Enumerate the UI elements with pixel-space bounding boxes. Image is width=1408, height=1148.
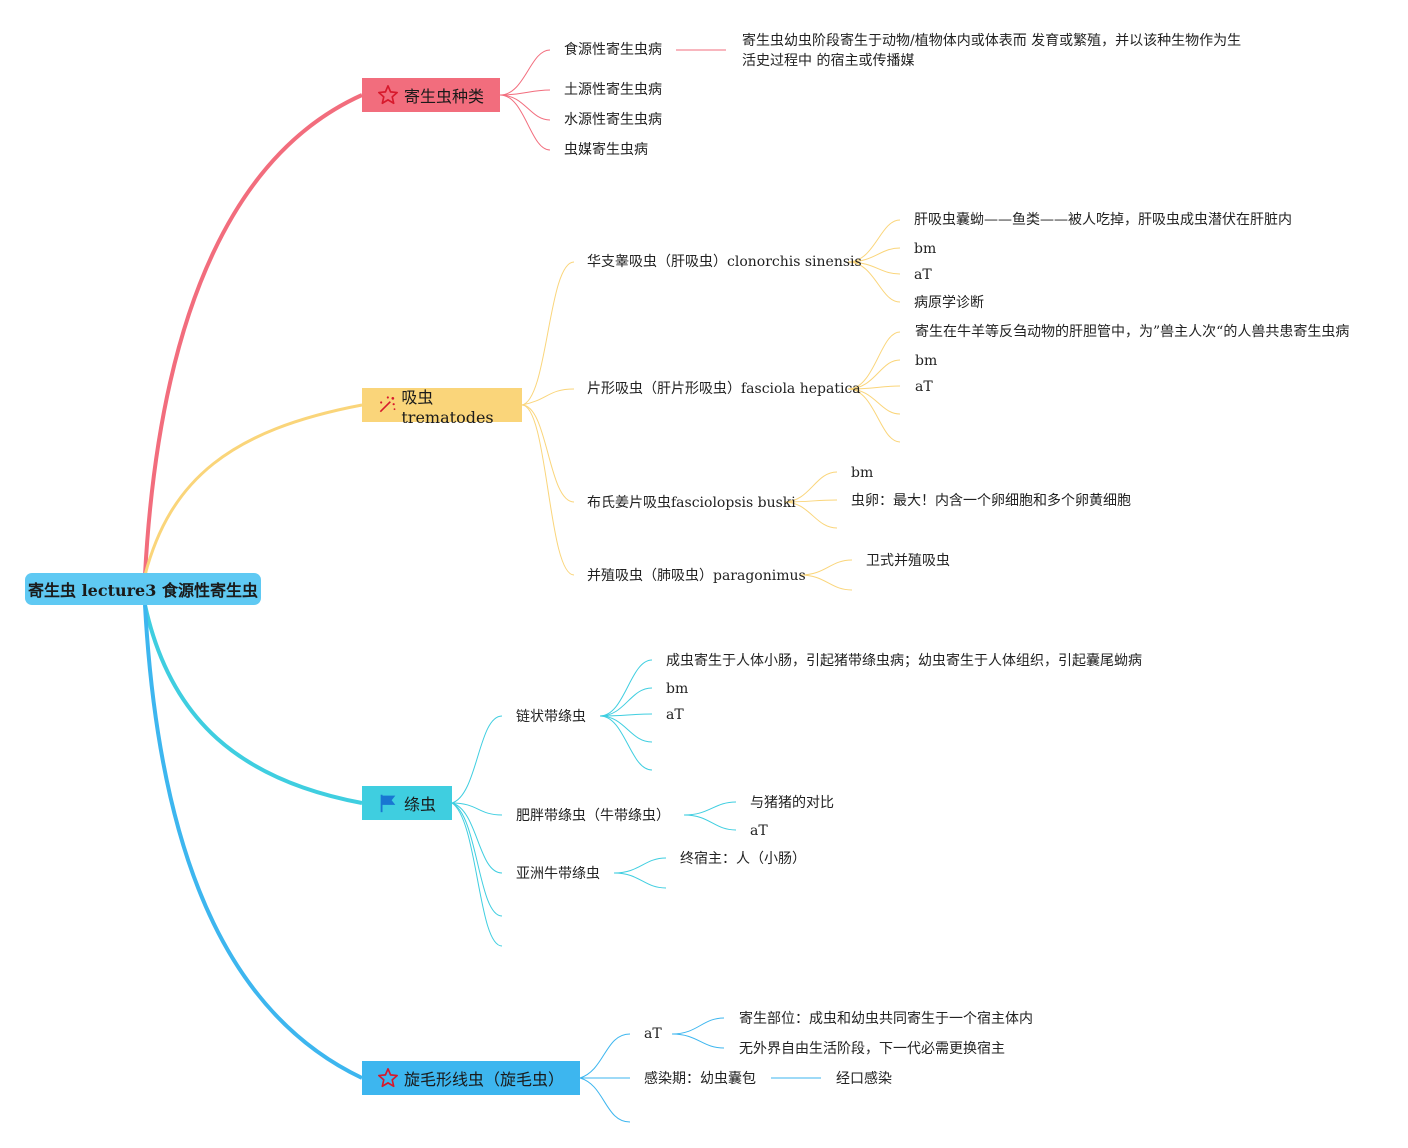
connectors-branch2 (521, 219, 901, 591)
flag-icon (376, 791, 400, 815)
root-topic-label: 寄生虫 lecture3 食源性寄生虫 (28, 581, 258, 600)
fasciola-note-3[interactable]: aT (915, 379, 933, 395)
branch-trichinella[interactable]: 旋毛形线虫（旋毛虫） (362, 1061, 580, 1095)
branch-tapeworms-label: 绦虫 (404, 795, 437, 814)
branch-parasite-types-label: 寄生虫种类 (404, 87, 485, 106)
branch-trematodes[interactable]: 吸虫trematodes (362, 388, 522, 427)
star-icon (376, 1066, 400, 1090)
topic-taenia-asiatica[interactable]: 亚洲牛带绦虫 (516, 866, 600, 882)
connector-root-branch4 (143, 604, 363, 1080)
connectors-branch1 (499, 49, 726, 151)
taenia-saginata-note-1[interactable]: 与猪猪的对比 (750, 795, 834, 811)
clonorchis-note-2[interactable]: bm (914, 241, 937, 257)
taenia-saginata-note-2[interactable]: aT (750, 823, 768, 839)
branch-parasite-types[interactable]: 寄生虫种类 (362, 78, 500, 112)
topic-fasciola[interactable]: 片形吸虫（肝片形吸虫）fasciola hepatica (587, 381, 861, 397)
taenia-asiatica-note-1[interactable]: 终宿主：人（小肠） (680, 851, 806, 867)
topic-foodborne-note[interactable]: 寄生虫幼虫阶段寄生于动物/植物体内或体表而 发育或繁殖，并以该种生物作为生活史过… (742, 33, 1242, 69)
fasciola-note-1[interactable]: 寄生在牛羊等反刍动物的肝胆管中，为”兽主人次“的人兽共患寄生虫病 (915, 324, 1350, 340)
clonorchis-note-4[interactable]: 病原学诊断 (914, 295, 984, 311)
topic-fasciolopsis[interactable]: 布氏姜片吸虫fasciolopsis buski (587, 495, 796, 511)
topic-taenia-saginata[interactable]: 肥胖带绦虫（牛带绦虫） (516, 808, 670, 824)
taenia-solium-note-1[interactable]: 成虫寄生于人体小肠，引起猪带绦虫病；幼虫寄生于人体组织，引起囊尾蚴病 (666, 653, 1142, 669)
topic-vectorborne[interactable]: 虫媒寄生虫病 (564, 142, 648, 158)
fasciolopsis-note-2[interactable]: 虫卵：最大！内含一个卵细胞和多个卵黄细胞 (851, 493, 1131, 509)
topic-taenia-solium[interactable]: 链状带绦虫 (516, 709, 586, 725)
clonorchis-note-1[interactable]: 肝吸虫囊蚴——鱼类——被人吃掉，肝吸虫成虫潜伏在肝脏内 (914, 212, 1292, 228)
branch-tapeworms[interactable]: 绦虫 (362, 786, 452, 820)
fasciola-note-2[interactable]: bm (915, 353, 938, 369)
topic-waterborne[interactable]: 水源性寄生虫病 (564, 112, 662, 128)
topic-trichinella-infective-stage[interactable]: 感染期：幼虫囊包 (644, 1071, 756, 1087)
topic-clonorchis[interactable]: 华支睾吸虫（肝吸虫）clonorchis sinensis (587, 254, 862, 270)
taenia-solium-note-3[interactable]: aT (666, 707, 684, 723)
trichinella-at-note-2[interactable]: 无外界自由生活阶段，下一代必需更换宿主 (739, 1041, 1005, 1057)
clonorchis-note-3[interactable]: aT (914, 267, 932, 283)
topic-soilborne[interactable]: 土源性寄生虫病 (564, 82, 662, 98)
trichinella-infective-note-1[interactable]: 经口感染 (836, 1071, 892, 1087)
connectors-branch4 (579, 1017, 821, 1123)
branch-trichinella-label: 旋毛形线虫（旋毛虫） (404, 1070, 565, 1089)
connector-root-branch1 (143, 93, 363, 576)
branch-trematodes-label: 吸虫trematodes (401, 387, 494, 427)
fasciolopsis-note-1[interactable]: bm (851, 465, 874, 481)
connector-root-branch3 (143, 604, 363, 805)
connector-root-branch2 (143, 403, 363, 576)
taenia-solium-note-2[interactable]: bm (666, 681, 689, 697)
connectors-branch3 (451, 659, 737, 947)
topic-paragonimus[interactable]: 并殖吸虫（肺吸虫）paragonimus (587, 568, 806, 584)
topic-foodborne[interactable]: 食源性寄生虫病 (564, 42, 662, 58)
trichinella-at-note-1[interactable]: 寄生部位：成虫和幼虫共同寄生于一个宿主体内 (739, 1011, 1033, 1027)
topic-trichinella-at[interactable]: aT (644, 1026, 662, 1042)
sparkle-icon (376, 393, 397, 417)
root-topic[interactable]: 寄生虫 lecture3 食源性寄生虫 (25, 573, 261, 605)
paragonimus-note-1[interactable]: 卫式并殖吸虫 (866, 553, 950, 569)
star-icon (376, 83, 400, 107)
